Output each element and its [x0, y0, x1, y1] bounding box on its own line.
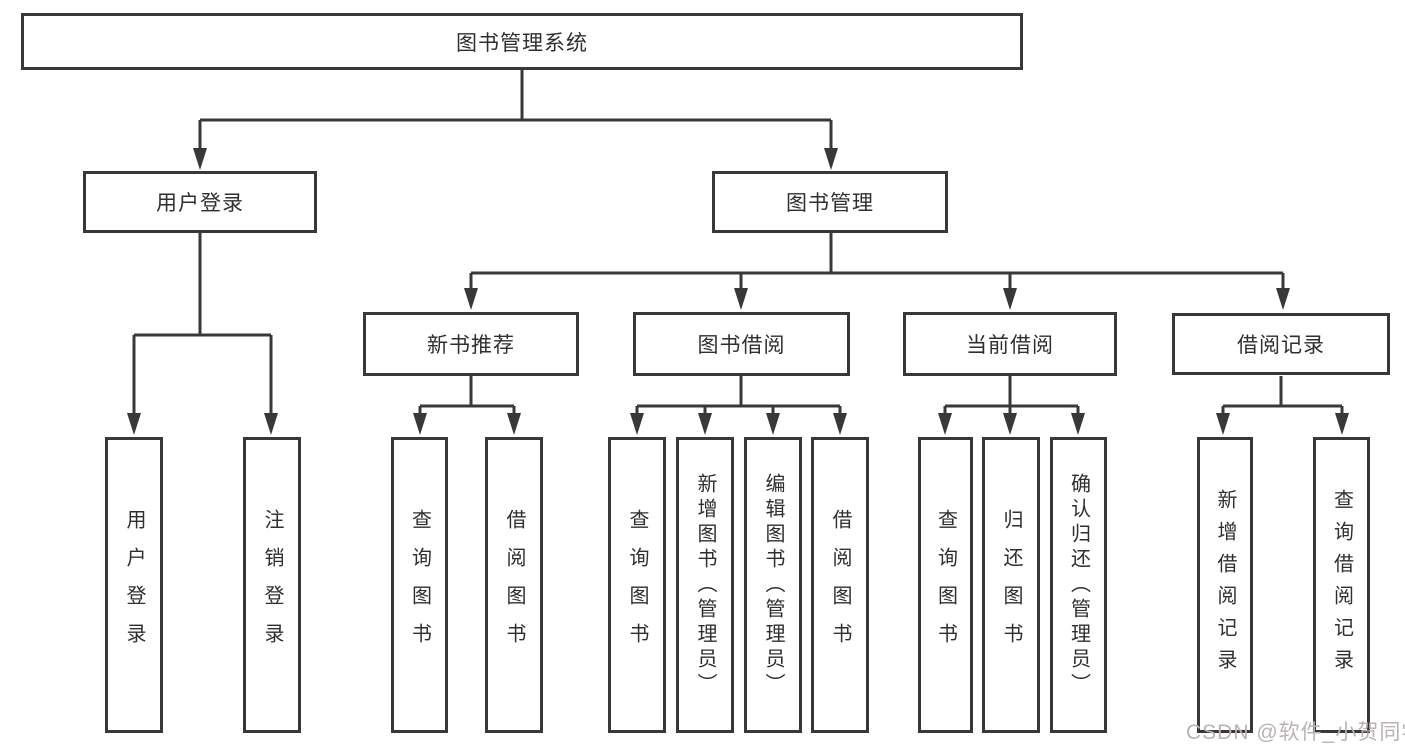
- tree-edges: [132, 68, 1344, 417]
- node-user-login: 用户登录: [83, 171, 317, 233]
- leaf-confirm-return-admin-label: 确认归还（管理员）: [1067, 472, 1090, 698]
- leaf-query-book-recommend-label: 查询图书: [408, 509, 431, 661]
- leaf-edit-book-admin-label: 编辑图书（管理员）: [762, 472, 784, 698]
- leaf-add-book-admin-label: 新增图书（管理员）: [694, 472, 716, 698]
- node-root: 图书管理系统: [21, 13, 1023, 70]
- leaf-add-borrow-record-label: 新增借阅记录: [1214, 489, 1236, 681]
- leaf-user-login-label: 用户登录: [123, 509, 145, 661]
- leaf-query-book-current-label: 查询图书: [934, 509, 957, 661]
- node-borrow-records-label: 借阅记录: [1237, 334, 1325, 357]
- leaf-query-book-borrow: 查询图书: [608, 437, 666, 733]
- leaf-query-borrow-record: 查询借阅记录: [1313, 437, 1370, 733]
- leaf-query-book-borrow-label: 查询图书: [626, 509, 648, 661]
- csdn-watermark: CSDN @软件_小贺同学: [1186, 721, 1405, 744]
- node-current-borrow-label: 当前借阅: [966, 334, 1054, 357]
- leaf-query-book-current: 查询图书: [918, 437, 973, 733]
- node-root-label: 图书管理系统: [456, 31, 588, 55]
- leaf-confirm-return-admin: 确认归还（管理员）: [1050, 437, 1107, 733]
- arrowheads: [127, 148, 1349, 435]
- leaf-query-borrow-record-label: 查询借阅记录: [1330, 489, 1353, 681]
- leaf-logout-label: 注销登录: [261, 509, 283, 661]
- leaf-user-login: 用户登录: [105, 437, 163, 733]
- node-book-management: 图书管理: [712, 171, 948, 233]
- node-borrow-records: 借阅记录: [1172, 313, 1390, 375]
- leaf-borrow-book: 借阅图书: [811, 437, 869, 733]
- leaf-logout: 注销登录: [243, 437, 301, 733]
- leaf-add-borrow-record: 新增借阅记录: [1197, 437, 1253, 733]
- leaf-query-book-recommend: 查询图书: [391, 437, 448, 733]
- leaf-add-book-admin: 新增图书（管理员）: [676, 437, 734, 733]
- leaf-borrow-book-recommend: 借阅图书: [485, 437, 543, 733]
- node-new-book-recommend-label: 新书推荐: [427, 334, 515, 357]
- leaf-borrow-book-label: 借阅图书: [829, 509, 851, 661]
- leaf-borrow-book-recommend-label: 借阅图书: [503, 509, 525, 661]
- node-book-management-label: 图书管理: [786, 192, 874, 215]
- node-current-borrow: 当前借阅: [903, 312, 1117, 376]
- leaf-return-book-label: 归还图书: [1000, 509, 1022, 661]
- leaf-edit-book-admin: 编辑图书（管理员）: [744, 437, 802, 733]
- node-book-borrow: 图书借阅: [633, 312, 850, 376]
- node-new-book-recommend: 新书推荐: [363, 312, 579, 376]
- node-book-borrow-label: 图书借阅: [697, 334, 786, 357]
- leaf-return-book: 归还图书: [982, 437, 1040, 733]
- node-user-login-label: 用户登录: [156, 192, 244, 215]
